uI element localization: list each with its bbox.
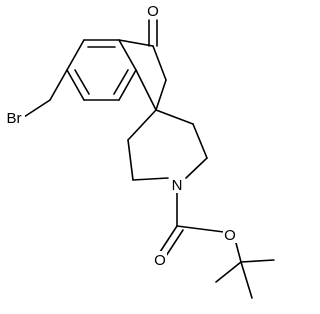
- atom-label-carbonyl-oxygen: O: [154, 252, 166, 269]
- bond-ring-5: [66, 69, 85, 101]
- atom-label-amine-nitrogen: N: [172, 177, 183, 194]
- atom-label-bromine: Br: [7, 110, 22, 127]
- bond-indanone-4: [135, 69, 157, 111]
- bond-ring-double-left: [74, 69, 90, 95]
- bond-ring-double-right: [113, 69, 129, 95]
- bond-pip-3: [185, 157, 208, 179]
- atom-label-ketone-oxygen: O: [147, 3, 159, 20]
- bond-o-tbu: [235, 242, 242, 263]
- bond-pip-1: [155, 109, 194, 125]
- bond-ring-3: [118, 69, 137, 101]
- bond-pip-2: [192, 123, 208, 159]
- bond-pip-6: [127, 109, 157, 141]
- bond-lines: [23, 19, 275, 299]
- bond-carbonyl-a: [159, 225, 178, 253]
- bond-ring-6: [66, 39, 85, 71]
- atom-labels: O Br N O O: [3, 2, 237, 269]
- bond-c-br: [49, 69, 68, 101]
- bond-pip-5: [127, 139, 134, 181]
- bond-ring-2: [118, 39, 137, 71]
- bond-tbu-2: [240, 259, 275, 263]
- bond-pip-4: [132, 177, 169, 181]
- bond-tbu-3: [240, 261, 253, 299]
- bond-c-o-ester: [176, 225, 225, 233]
- bond-c-br-2: [23, 99, 51, 118]
- atom-label-ester-oxygen: O: [224, 227, 236, 244]
- bond-tbu-1: [215, 261, 242, 283]
- bond-indanone-3: [155, 79, 167, 111]
- bond-carbonyl-b: [165, 229, 184, 257]
- bond-indanone-2: [152, 45, 167, 81]
- bond-indanone-1: [118, 39, 154, 47]
- skeletal-structure-diagram: O Br N O O: [3, 2, 275, 299]
